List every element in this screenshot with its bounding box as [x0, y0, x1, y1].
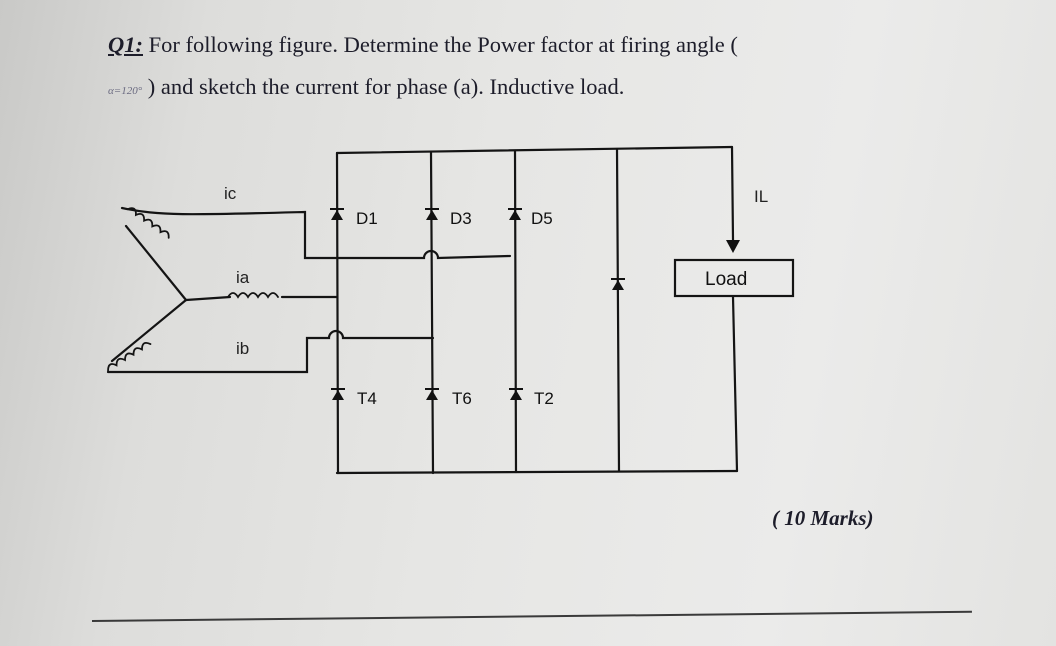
question-number: Q1: — [108, 32, 143, 57]
phase-a-label: ia — [236, 268, 250, 287]
diode-d3-icon — [424, 208, 440, 221]
load-current-label: IL — [754, 187, 768, 206]
question-text: Q1: For following figure. Determine the … — [108, 24, 948, 112]
device-t2-label: T2 — [534, 389, 554, 408]
thyristor-t2-icon — [508, 388, 524, 401]
device-d3-label: D3 — [450, 209, 472, 228]
thyristor-t4-icon — [330, 388, 346, 401]
load-current-arrow-icon — [726, 240, 740, 253]
question-line-1: For following figure. Determine the Powe… — [148, 32, 738, 57]
device-t4-label: T4 — [357, 389, 377, 408]
freewheel-diode-icon — [610, 278, 626, 291]
firing-angle-value: α=120° — [108, 85, 143, 97]
device-t6-label: T6 — [452, 389, 472, 408]
diode-d5-icon — [507, 208, 523, 221]
device-d1-label: D1 — [356, 209, 378, 228]
device-d5-label: D5 — [531, 209, 553, 228]
diode-d1-icon — [329, 208, 345, 221]
load-label: Load — [705, 269, 747, 290]
question-line-2: ) and sketch the current for phase (a). … — [147, 74, 625, 99]
phase-b-label: ib — [236, 339, 249, 358]
thyristor-t6-icon — [424, 388, 440, 401]
circuit-wiring — [106, 145, 795, 475]
phase-c-label: ic — [224, 184, 237, 203]
marks-label: ( 10 Marks) — [772, 506, 874, 530]
